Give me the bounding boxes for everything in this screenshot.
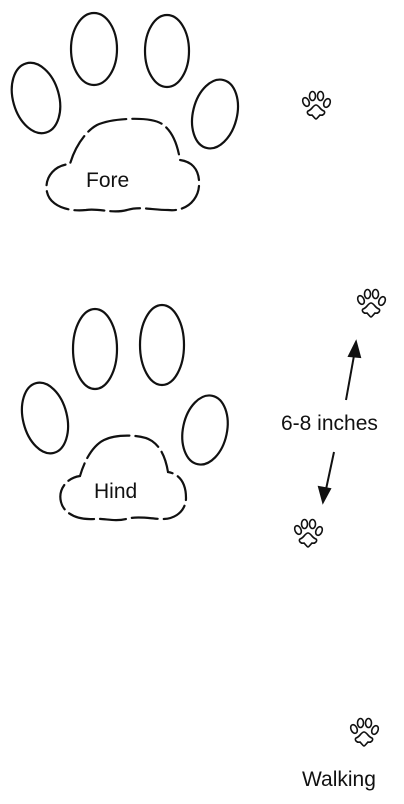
fore-label: Fore — [86, 169, 130, 192]
hind-toe-inner-left — [71, 307, 119, 391]
distance-arrow-down — [317, 451, 335, 505]
fore-toe-inner-right — [143, 13, 191, 89]
fore-toe-outer-left — [10, 61, 62, 135]
hind-heel-pad — [59, 434, 188, 522]
hind-toe-outer-right — [181, 394, 229, 466]
distance-label: 6-8 inches — [281, 412, 378, 435]
lower-track-mini-print — [292, 518, 325, 548]
walking-label: Walking — [302, 768, 376, 791]
fore-toe-inner-left — [69, 11, 119, 87]
fore-toe-outer-right — [190, 78, 240, 150]
upper-track-mini-print — [355, 288, 388, 318]
fore-heel-pad — [45, 117, 201, 213]
distance-arrow-up — [345, 339, 362, 401]
fore-track-mini-print — [300, 90, 333, 120]
hind-paw-print — [20, 303, 229, 522]
walking-track-mini-print — [348, 717, 381, 747]
hind-toe-inner-right — [138, 303, 186, 387]
hind-label: Hind — [94, 480, 138, 503]
fore-paw-print — [10, 11, 240, 213]
hind-toe-outer-left — [20, 381, 70, 455]
